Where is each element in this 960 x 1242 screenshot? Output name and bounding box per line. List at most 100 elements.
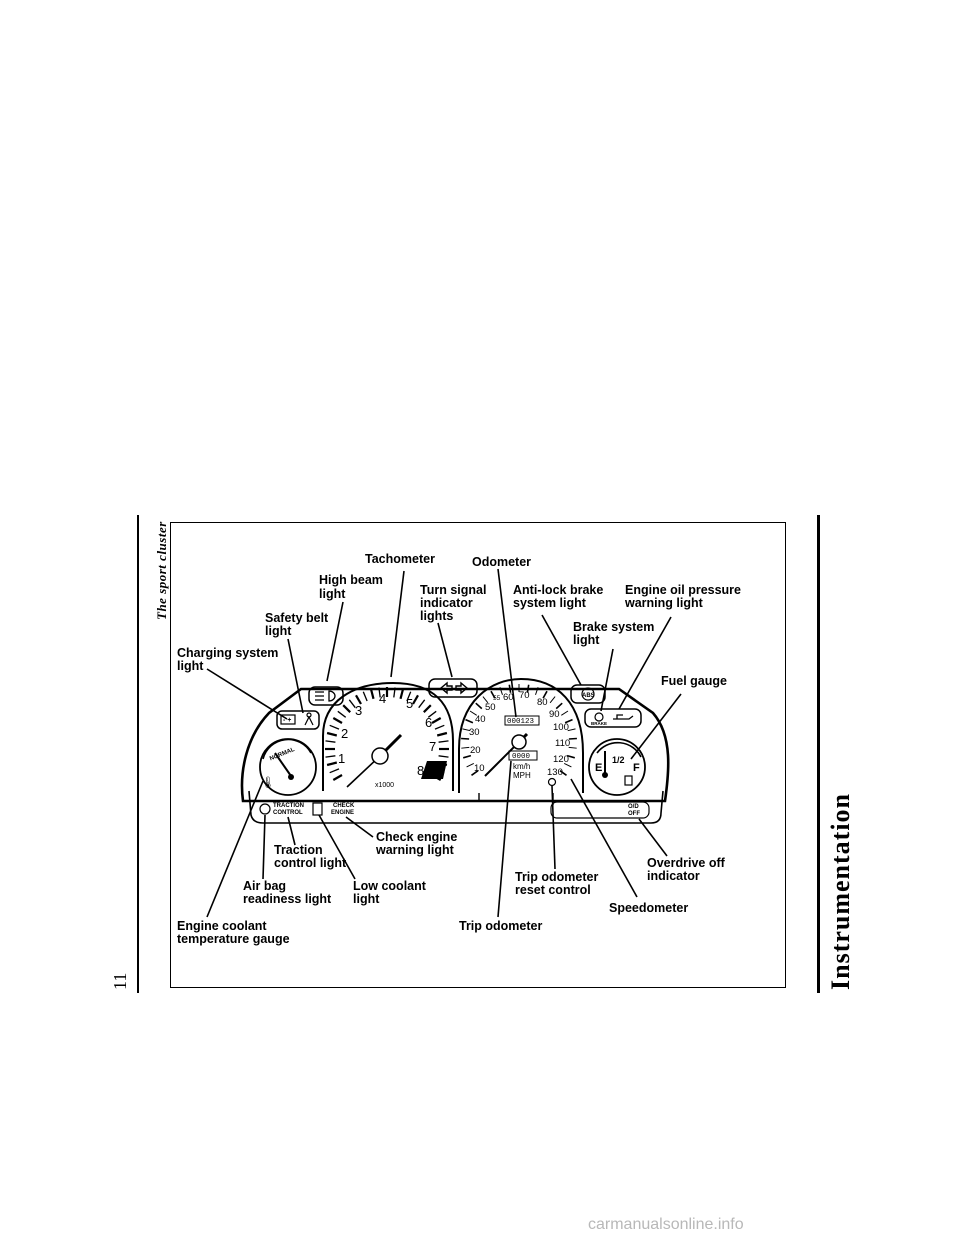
- speed-120: 120: [553, 754, 569, 765]
- callout-labels: Tachometer Odometer High beam light Turn…: [177, 552, 741, 946]
- tach-number-7: 7: [429, 739, 436, 754]
- label-abs-2: system light: [513, 596, 587, 610]
- left-margin-rule: [137, 515, 139, 993]
- speedo-tick: [535, 687, 539, 695]
- brake-icon-text: BRAKE: [591, 721, 607, 726]
- label-trip-reset-1: Trip odometer: [515, 870, 598, 884]
- label-tachometer: Tachometer: [365, 552, 435, 566]
- temp-normal-label: NORMAL: [269, 747, 296, 763]
- temp-gauge-needle: [274, 752, 292, 777]
- speedometer-needle-tail: [484, 741, 520, 777]
- label-airbag-1: Air bag: [243, 879, 286, 893]
- traction-text-b: CONTROL: [273, 810, 303, 816]
- tach-tick: [431, 717, 442, 724]
- thermometer-icon: 🌡: [261, 776, 275, 789]
- svg-text:- +: - +: [283, 717, 291, 724]
- label-trip-odometer: Trip odometer: [459, 919, 542, 933]
- tach-tick: [332, 774, 343, 781]
- label-safety-belt-1: Safety belt: [265, 611, 329, 625]
- tach-number-1: 1: [338, 751, 345, 766]
- label-low-coolant-2: light: [353, 892, 380, 906]
- fuel-half-mark: 1/2: [612, 755, 625, 765]
- right-margin-rule: [817, 515, 820, 993]
- label-fuel-gauge: Fuel gauge: [661, 674, 727, 688]
- speed-10: 10: [474, 763, 485, 774]
- side-title: The sport cluster: [154, 521, 169, 620]
- label-trip-reset-2: reset control: [515, 883, 591, 897]
- tach-tick: [337, 710, 347, 718]
- tach-number-3: 3: [355, 703, 362, 718]
- leader-trip-reset: [551, 785, 556, 870]
- label-charging-2: light: [177, 659, 204, 673]
- high-beam-icon: [308, 686, 344, 706]
- speedometer-dial: 10 20 30 40 50 55 60 70 80 90 100 110 12…: [461, 684, 577, 787]
- leader-lines: [206, 568, 682, 918]
- speedo-pod-base: [478, 793, 554, 805]
- speedo-tick: [466, 762, 475, 768]
- tachometer-dial: 1 2 3 4 5 6 7 8 x1000: [325, 687, 449, 789]
- tach-tick: [325, 740, 336, 743]
- overdrive-off-indicator: O/D OFF: [550, 801, 650, 819]
- fuel-gauge-pod: [588, 738, 646, 796]
- check-engine-text-a: CHECK: [333, 803, 355, 809]
- label-high-beam-2: light: [319, 587, 346, 601]
- trip-odometer-display: 0000: [512, 753, 531, 761]
- tach-tick: [434, 724, 445, 730]
- tachometer-hub: [371, 747, 389, 765]
- speed-50: 50: [485, 702, 496, 713]
- speedo-unit-mph: MPH: [513, 771, 531, 780]
- tach-tick: [332, 717, 343, 724]
- tach-tick: [325, 755, 336, 758]
- speedo-tick: [462, 754, 472, 759]
- label-brake-2: light: [573, 633, 600, 647]
- leader-trip-odometer: [497, 760, 512, 918]
- speedo-tick: [549, 696, 556, 704]
- tach-tick: [369, 688, 375, 700]
- speedo-tick: [568, 737, 577, 740]
- traction-text-a: TRACTION: [273, 803, 304, 809]
- tach-tick: [399, 688, 405, 700]
- fuel-full-mark: F: [633, 762, 640, 774]
- leader-brake: [600, 648, 614, 712]
- label-check-engine-2: warning light: [375, 843, 455, 857]
- label-traction-2: control light: [274, 856, 347, 870]
- brake-oil-icon: BRAKE: [584, 708, 642, 728]
- tach-tick: [326, 731, 338, 737]
- tach-tick: [342, 704, 351, 713]
- low-coolant-light: [312, 802, 323, 816]
- figure-frame: NORMAL 🌡 E 1/2 F 1 2 3 4 5 6 7 8 x1000 1…: [170, 522, 786, 988]
- leader-abs: [541, 614, 582, 686]
- od-text-a: O/D: [628, 804, 639, 810]
- speed-20: 20: [470, 745, 481, 756]
- speedometer-ticks: [461, 684, 577, 776]
- speedo-tick: [461, 746, 470, 749]
- speed-70: 70: [519, 690, 530, 701]
- label-airbag-2: readiness light: [243, 892, 332, 906]
- label-traction-1: Traction: [274, 843, 323, 857]
- speedo-tick: [475, 702, 483, 710]
- tach-tick: [329, 724, 340, 730]
- speed-110: 110: [555, 738, 570, 749]
- speedo-tick: [461, 737, 470, 740]
- leader-fuel: [630, 693, 682, 760]
- trip-reset-button[interactable]: [547, 777, 557, 787]
- speedo-tick: [508, 684, 512, 693]
- label-coolant-gauge-1: Engine coolant: [177, 919, 267, 933]
- od-text-b: OFF: [628, 811, 640, 817]
- speedo-tick: [482, 696, 489, 704]
- page-number: 11: [110, 972, 130, 990]
- tach-redline: [421, 761, 447, 779]
- tach-tick: [326, 761, 338, 767]
- speedo-tick: [564, 718, 573, 724]
- leader-speedometer: [570, 778, 638, 898]
- leader-tachometer: [390, 570, 405, 678]
- temp-gauge-arc: [262, 738, 312, 760]
- speedo-tick: [563, 762, 572, 768]
- speed-60: 60: [503, 692, 514, 703]
- speedo-unit-kmh: km/h: [513, 762, 530, 771]
- leader-high-beam: [326, 601, 344, 682]
- fuel-empty-mark: E: [595, 762, 602, 774]
- speed-55: 55: [493, 695, 501, 702]
- tach-tick: [438, 740, 449, 743]
- label-overdrive-1: Overdrive off: [647, 856, 726, 870]
